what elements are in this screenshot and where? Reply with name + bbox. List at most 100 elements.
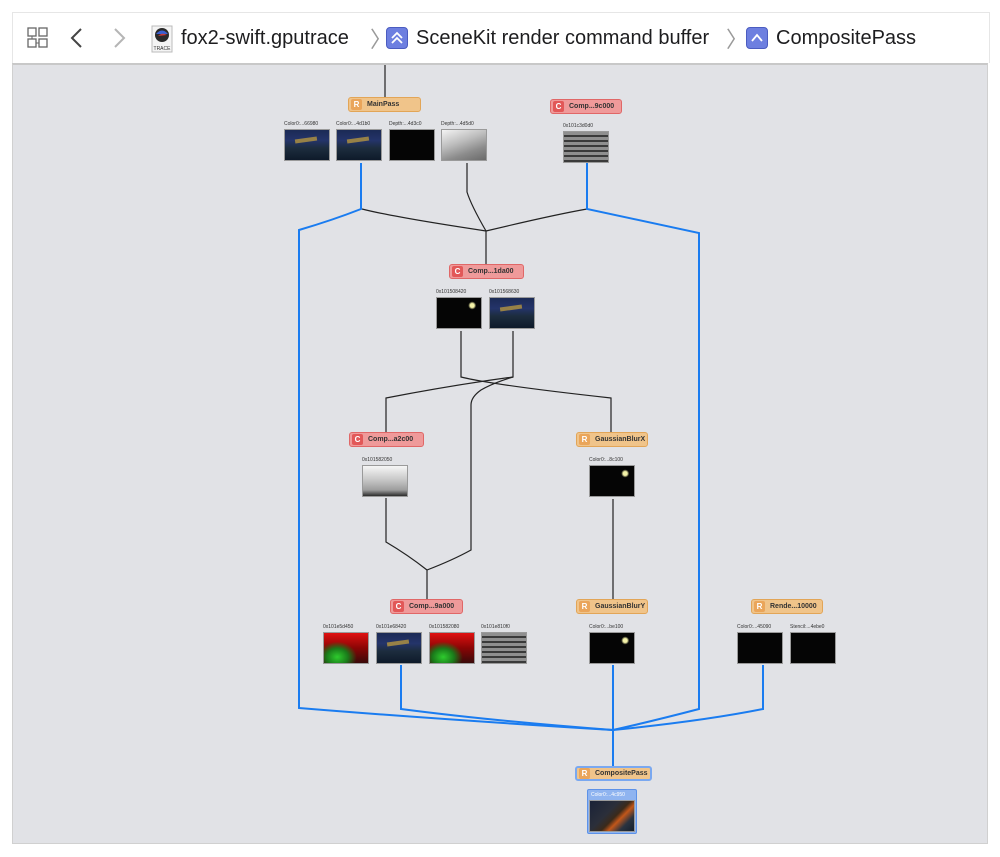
breadcrumb-label: CompositePass bbox=[776, 26, 917, 49]
edge-mainpass-blue-left bbox=[298, 163, 614, 731]
compute-pass-badge-icon: C bbox=[393, 601, 404, 612]
texture-image bbox=[429, 632, 475, 664]
breadcrumb-gputrace[interactable]: TRACE fox2-swift.gputrace bbox=[151, 13, 349, 63]
texture-label: 0x101e5d450 bbox=[323, 624, 354, 630]
texture-thumbnail[interactable]: Stencil:...4ebe0 bbox=[790, 623, 836, 664]
texture-thumbnail[interactable]: Color0:...66980 bbox=[284, 120, 330, 161]
compute-pass-badge-icon: C bbox=[352, 434, 363, 445]
texture-image bbox=[589, 632, 635, 664]
pass-node-gaussianblury[interactable]: R GaussianBlurY bbox=[576, 599, 648, 614]
texture-label: 0x101e68420 bbox=[376, 624, 407, 630]
pass-node-gaussianblurx[interactable]: R GaussianBlurX bbox=[576, 432, 648, 447]
texture-label: 0x101508420 bbox=[436, 289, 467, 295]
texture-image bbox=[481, 632, 527, 664]
texture-image bbox=[362, 465, 408, 497]
texture-label: 0x101582080 bbox=[429, 624, 460, 630]
texture-image bbox=[323, 632, 369, 664]
edge-depth-comp1da00 bbox=[466, 163, 487, 232]
pass-node-compositepass[interactable]: R CompositePass bbox=[575, 766, 652, 781]
chevron-left-icon bbox=[70, 28, 82, 48]
texture-label: Depth:...4d5d0 bbox=[441, 121, 474, 127]
compute-pass-badge-icon: C bbox=[452, 266, 463, 277]
breadcrumb-command-buffer[interactable]: SceneKit render command buffer bbox=[386, 13, 709, 63]
pass-node-comp1da00[interactable]: C Comp...1da00 bbox=[449, 264, 524, 279]
texture-label: Color0:...45090 bbox=[737, 624, 772, 630]
texture-label: Stencil:...4ebe0 bbox=[790, 624, 825, 630]
texture-thumbnail[interactable]: 0x101e5d450 bbox=[323, 623, 369, 664]
chevron-up-icon bbox=[746, 27, 768, 49]
texture-selection-frame: Color0:...4c950 bbox=[587, 789, 637, 834]
pass-node-label: MainPass bbox=[367, 101, 400, 108]
pass-node-label: Comp...9a000 bbox=[409, 603, 455, 610]
texture-thumbnail[interactable]: 0x101568630 bbox=[489, 288, 535, 329]
grid-view-button[interactable] bbox=[27, 13, 49, 63]
texture-label: Color0:...4d1b0 bbox=[336, 121, 371, 127]
back-button[interactable] bbox=[69, 13, 85, 63]
texture-label: 0x101582050 bbox=[362, 457, 393, 463]
gputrace-file-icon: TRACE bbox=[151, 25, 173, 53]
edge-comp9c000-comp1da00 bbox=[485, 208, 588, 232]
pass-node-comp9c000[interactable]: C Comp...9c000 bbox=[550, 99, 622, 114]
texture-image bbox=[790, 632, 836, 664]
pass-node-label: Rende...10000 bbox=[770, 603, 817, 610]
grid-view-icon bbox=[27, 27, 48, 48]
breadcrumb-compositepass[interactable]: CompositePass bbox=[746, 13, 916, 63]
texture-image bbox=[336, 129, 382, 161]
texture-thumbnail[interactable]: 0x101582050 bbox=[362, 456, 408, 497]
pass-node-rende10000[interactable]: R Rende...10000 bbox=[751, 599, 823, 614]
navigation-toolbar: TRACE fox2-swift.gputrace 〉 SceneKit ren… bbox=[12, 12, 990, 63]
pass-node-label: CompositePass bbox=[595, 770, 648, 777]
breadcrumb-label: fox2-swift.gputrace bbox=[181, 26, 349, 49]
texture-thumbnail[interactable]: Depth:...4d3c0 bbox=[389, 120, 435, 161]
breadcrumb-separator: 〉 bbox=[726, 27, 749, 52]
texture-label: 0x101568630 bbox=[489, 289, 520, 295]
texture-thumbnail[interactable]: Color0:...45090 bbox=[737, 623, 783, 664]
pass-node-compa2c00[interactable]: C Comp...a2c00 bbox=[349, 432, 424, 447]
dependency-graph-canvas[interactable] bbox=[12, 63, 988, 844]
render-pass-badge-icon: R bbox=[351, 99, 362, 110]
texture-image bbox=[589, 800, 635, 832]
texture-thumbnail[interactable]: 0x101e810f0 bbox=[481, 623, 527, 664]
edge-compa2c00-comp9a000 bbox=[385, 498, 428, 602]
texture-thumbnail-selected[interactable]: Color0:...4c950 bbox=[587, 789, 637, 834]
texture-thumbnail[interactable]: 0x101e68420 bbox=[376, 623, 422, 664]
texture-thumbnail[interactable]: Depth:...4d5d0 bbox=[441, 120, 487, 161]
texture-thumbnail[interactable]: Color0:...be100 bbox=[589, 623, 635, 664]
render-pass-badge-icon: R bbox=[754, 601, 765, 612]
texture-label: Color0:...be100 bbox=[589, 624, 624, 630]
chevron-right-icon bbox=[114, 28, 126, 48]
texture-thumbnail[interactable]: Color0:...4d1b0 bbox=[336, 120, 382, 161]
render-pass-badge-icon: R bbox=[579, 601, 590, 612]
forward-button[interactable] bbox=[111, 13, 127, 63]
texture-image bbox=[589, 465, 635, 497]
render-pass-badge-icon: R bbox=[579, 768, 590, 779]
texture-image bbox=[737, 632, 783, 664]
texture-label: 0x101c3d0d0 bbox=[563, 123, 594, 129]
texture-label: Color0:...4c950 bbox=[591, 792, 625, 798]
pass-node-label: GaussianBlurX bbox=[595, 436, 646, 443]
texture-label: Depth:...4d3c0 bbox=[389, 121, 422, 127]
texture-image bbox=[389, 129, 435, 161]
edge-rende-compositepass bbox=[612, 665, 764, 768]
breadcrumb-label: SceneKit render command buffer bbox=[416, 26, 710, 49]
pass-node-comp9a000[interactable]: C Comp...9a000 bbox=[390, 599, 463, 614]
texture-label: 0x101e810f0 bbox=[481, 624, 510, 630]
edge-1da00a-gaussx bbox=[460, 331, 612, 435]
texture-thumbnail[interactable]: 0x101582080 bbox=[429, 623, 475, 664]
pass-node-mainpass[interactable]: R MainPass bbox=[348, 97, 421, 112]
edge-1da00b-comp9a000 bbox=[426, 376, 514, 571]
edge-comp9a000-compositepass bbox=[400, 665, 614, 731]
texture-thumbnail[interactable]: 0x101c3d0d0 bbox=[563, 122, 609, 163]
graph-edges bbox=[298, 65, 764, 768]
texture-image bbox=[489, 297, 535, 329]
svg-text:TRACE: TRACE bbox=[154, 46, 172, 52]
texture-image bbox=[563, 131, 609, 163]
edge-mainpass-comp1da00 bbox=[361, 208, 487, 269]
texture-image bbox=[436, 297, 482, 329]
texture-thumbnail[interactable]: Color0:...8c100 bbox=[589, 456, 635, 497]
pass-node-label: Comp...9c000 bbox=[569, 103, 615, 110]
texture-thumbnail[interactable]: 0x101508420 bbox=[436, 288, 482, 329]
pass-node-label: Comp...a2c00 bbox=[368, 436, 414, 443]
double-chevron-up-icon bbox=[386, 27, 408, 49]
texture-label: Color0:...8c100 bbox=[589, 457, 623, 463]
